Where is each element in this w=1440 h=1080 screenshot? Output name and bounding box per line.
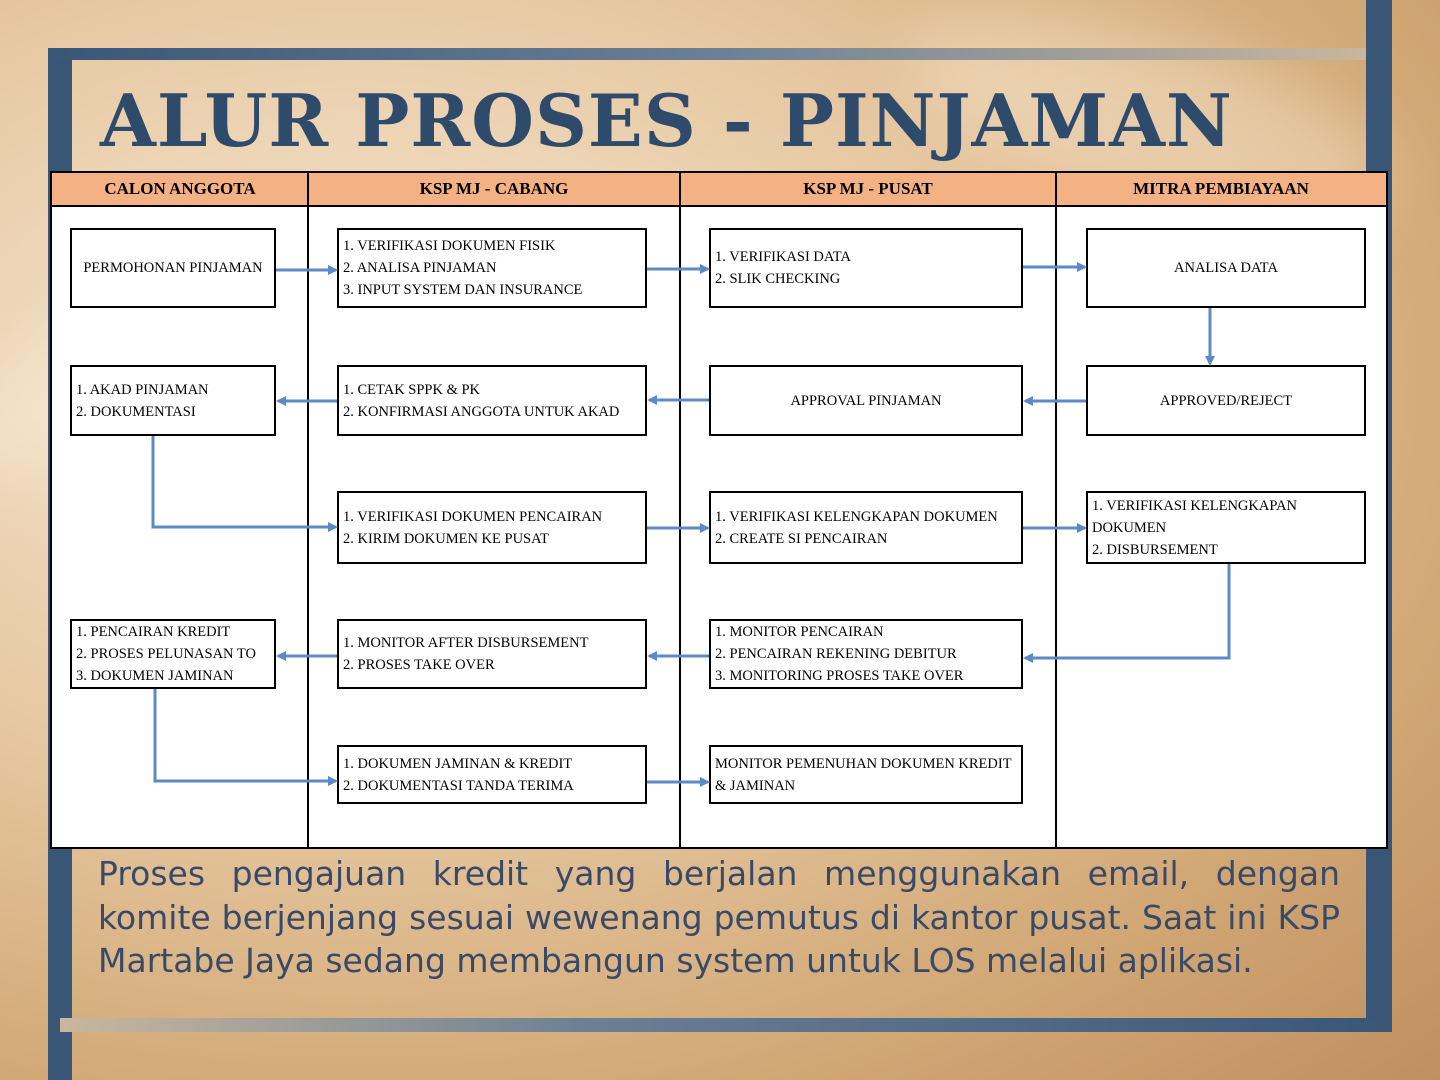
- box-line: 2. KONFIRMASI ANGGOTA UNTUK AKAD: [343, 403, 620, 420]
- box-monitor-pencairan: 1. MONITOR PENCAIRAN 2. PENCAIRAN REKENI…: [709, 619, 1023, 689]
- box-line: 2. ANALISA PINJAMAN: [343, 260, 497, 276]
- box-verifikasi-pencairan: 1. VERIFIKASI DOKUMEN PENCAIRAN 2. KIRIM…: [337, 491, 647, 564]
- box-line: 3. INPUT SYSTEM DAN INSURANCE: [343, 282, 583, 298]
- box-approval-pinjaman: APPROVAL PINJAMAN: [709, 365, 1023, 436]
- box-line: 1. DOKUMEN JAMINAN & KREDIT: [343, 755, 573, 772]
- box-cabang-verifikasi: 1. VERIFIKASI DOKUMEN FISIK 2. ANALISA P…: [337, 228, 647, 308]
- box-line: 2. PROSES PELUNASAN TO: [76, 646, 256, 662]
- box-line: 2. PENCAIRAN REKENING DEBITUR: [715, 646, 957, 662]
- description-text: Proses pengajuan kredit yang berjalan me…: [98, 854, 1340, 980]
- box-permohonan-pinjaman: PERMOHONAN PINJAMAN: [70, 228, 276, 308]
- box-line: 1. VERIFIKASI DOKUMEN FISIK: [343, 238, 556, 254]
- box-monitor-pemenuhan: MONITOR PEMENUHAN DOKUMEN KREDIT & JAMIN…: [709, 745, 1023, 804]
- box-line: 2. DOKUMENTASI: [76, 403, 196, 420]
- box-pusat-verifikasi: 1. VERIFIKASI DATA 2. SLIK CHECKING: [709, 228, 1023, 308]
- box-line: APPROVED/REJECT: [1159, 392, 1293, 409]
- box-verifikasi-kelengkapan: 1. VERIFIKASI KELENGKAPAN DOKUMEN 2. CRE…: [709, 491, 1023, 564]
- slide-title: ALUR PROSES - PINJAMAN: [100, 78, 1233, 163]
- box-line: 1. CETAK SPPK & PK: [343, 381, 481, 398]
- box-line: 1. PENCAIRAN KREDIT: [76, 624, 231, 640]
- lane-header-mitra: MITRA PEMBIAYAAN: [1056, 173, 1386, 207]
- box-line: MONITOR PEMENUHAN DOKUMEN KREDIT & JAMIN…: [715, 755, 1012, 794]
- box-line: 3. MONITORING PROSES TAKE OVER: [715, 668, 964, 684]
- lane-header-cabang: KSP MJ - CABANG: [308, 173, 680, 207]
- box-line: 1. MONITOR AFTER DISBURSEMENT: [343, 635, 589, 651]
- box-line: ANALISA DATA: [1174, 260, 1278, 276]
- box-line: 2. DOKUMENTASI TANDA TERIMA: [343, 777, 574, 794]
- box-line: 2. SLIK CHECKING: [715, 271, 841, 287]
- box-monitor-after: 1. MONITOR AFTER DISBURSEMENT 2. PROSES …: [337, 619, 647, 689]
- box-approved-reject: APPROVED/REJECT: [1086, 365, 1366, 436]
- box-line: APPROVAL PINJAMAN: [790, 392, 942, 409]
- box-line: 1. VERIFIKASI DATA: [715, 249, 851, 265]
- frame-bar-bottom: [60, 1018, 1392, 1032]
- arrow: [1023, 564, 1231, 663]
- lane-header-calon-anggota: CALON ANGGOTA: [52, 173, 308, 207]
- arrow: [153, 689, 338, 786]
- lane-divider: [1055, 173, 1057, 847]
- lane-divider: [307, 173, 309, 847]
- box-line: 2. CREATE SI PENCAIRAN: [715, 530, 888, 547]
- box-line: 2. PROSES TAKE OVER: [343, 657, 495, 673]
- arrow: [151, 436, 338, 532]
- box-line: 1. MONITOR PENCAIRAN: [715, 624, 884, 640]
- box-analisa-data: ANALISA DATA: [1086, 228, 1366, 308]
- box-akad: 1. AKAD PINJAMAN 2. DOKUMENTASI: [70, 365, 276, 436]
- box-line: 2. DISBURSEMENT: [1092, 542, 1218, 558]
- box-line: 1. VERIFIKASI KELENGKAPAN DOKUMEN: [715, 508, 998, 525]
- box-mitra-kelengkapan: 1. VERIFIKASI KELENGKAPAN DOKUMEN 2. DIS…: [1086, 491, 1366, 564]
- box-cetak-sppk: 1. CETAK SPPK & PK 2. KONFIRMASI ANGGOTA…: [337, 365, 647, 436]
- box-line: 1. AKAD PINJAMAN: [76, 381, 209, 398]
- box-line: 1. VERIFIKASI KELENGKAPAN DOKUMEN: [1092, 498, 1298, 536]
- box-line: 1. VERIFIKASI DOKUMEN PENCAIRAN: [343, 508, 603, 525]
- lane-divider: [679, 173, 681, 847]
- frame-bar-top: [48, 48, 1368, 60]
- box-pencairan-kredit: 1. PENCAIRAN KREDIT 2. PROSES PELUNASAN …: [70, 619, 276, 689]
- box-line: PERMOHONAN PINJAMAN: [83, 260, 263, 276]
- box-dokumen-jaminan: 1. DOKUMEN JAMINAN & KREDIT 2. DOKUMENTA…: [337, 745, 647, 804]
- box-line: 2. KIRIM DOKUMEN KE PUSAT: [343, 530, 549, 547]
- box-line: 3. DOKUMEN JAMINAN: [76, 668, 234, 684]
- lane-header-pusat: KSP MJ - PUSAT: [680, 173, 1056, 207]
